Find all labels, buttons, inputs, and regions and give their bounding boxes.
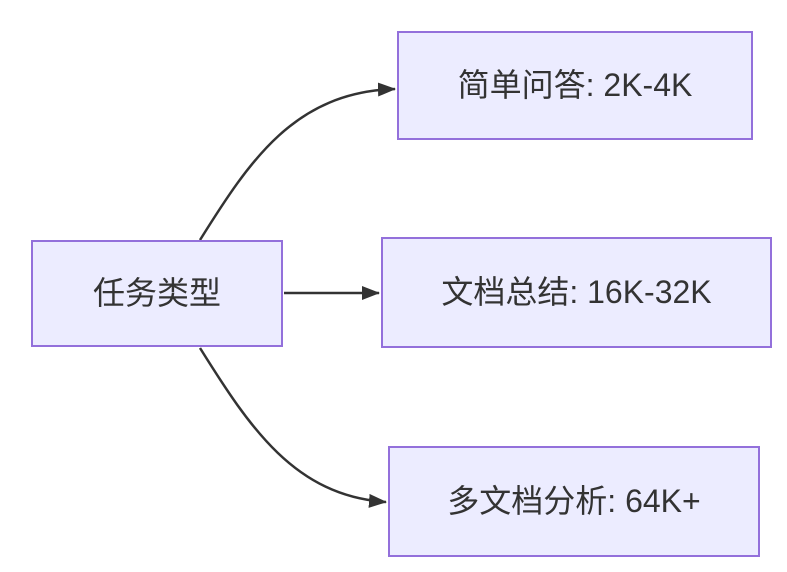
node-task-type: 任务类型 <box>31 240 283 347</box>
node-simple-qa: 简单问答: 2K-4K <box>397 31 753 140</box>
edge-task-to-multi-doc <box>198 347 387 508</box>
edge-task-to-simple-qa <box>198 82 396 241</box>
node-simple-qa-label: 简单问答: 2K-4K <box>457 67 693 104</box>
node-multi-doc-analysis-label: 多文档分析: 64K+ <box>447 483 701 520</box>
node-doc-summary: 文档总结: 16K-32K <box>381 237 772 348</box>
node-doc-summary-label: 文档总结: 16K-32K <box>441 274 712 311</box>
node-multi-doc-analysis: 多文档分析: 64K+ <box>388 446 760 557</box>
node-task-type-label: 任务类型 <box>92 275 221 312</box>
